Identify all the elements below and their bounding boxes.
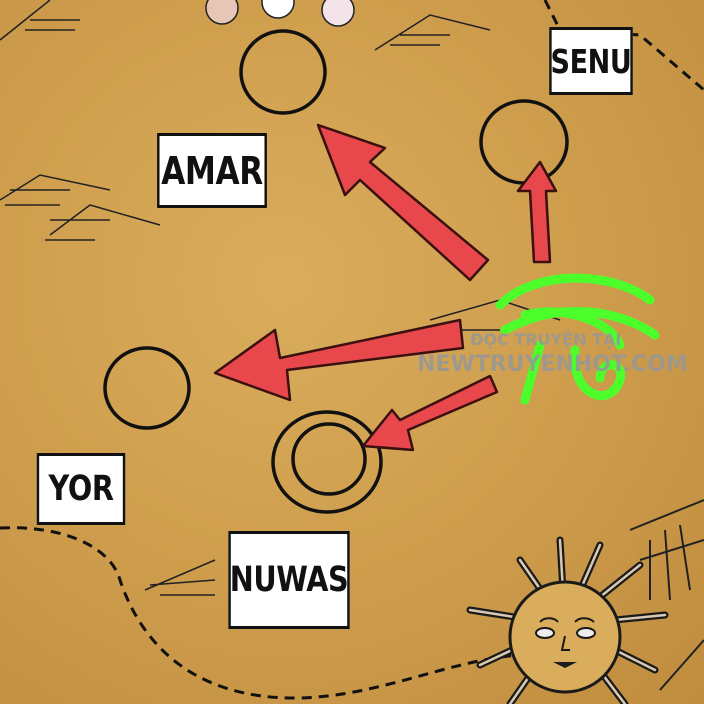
mountain-icon — [0, 0, 561, 596]
watermark-line1: ĐỌC TRUYỆN TẠI — [470, 330, 622, 349]
senu-location — [479, 99, 569, 185]
nuwas-location-inner — [291, 422, 367, 496]
eye-of-horus-icon — [495, 273, 660, 405]
sun-face-icon — [466, 536, 669, 704]
amar-location — [239, 29, 327, 115]
yor-location — [103, 346, 191, 430]
map-label-yor: YOR — [36, 453, 126, 525]
location-circles — [103, 29, 569, 514]
map-label-amar: AMAR — [157, 133, 267, 208]
map-label-nuwas: NUWAS — [228, 531, 350, 629]
character-heads-icon — [205, 0, 355, 27]
map-label-senu: SENU — [549, 27, 633, 95]
nuwas-location-outer — [271, 410, 383, 514]
scroll-sketch — [629, 499, 704, 691]
arrow-icon — [213, 123, 558, 452]
watermark-line2: NEWTRUYENHOT.COM — [417, 352, 688, 377]
